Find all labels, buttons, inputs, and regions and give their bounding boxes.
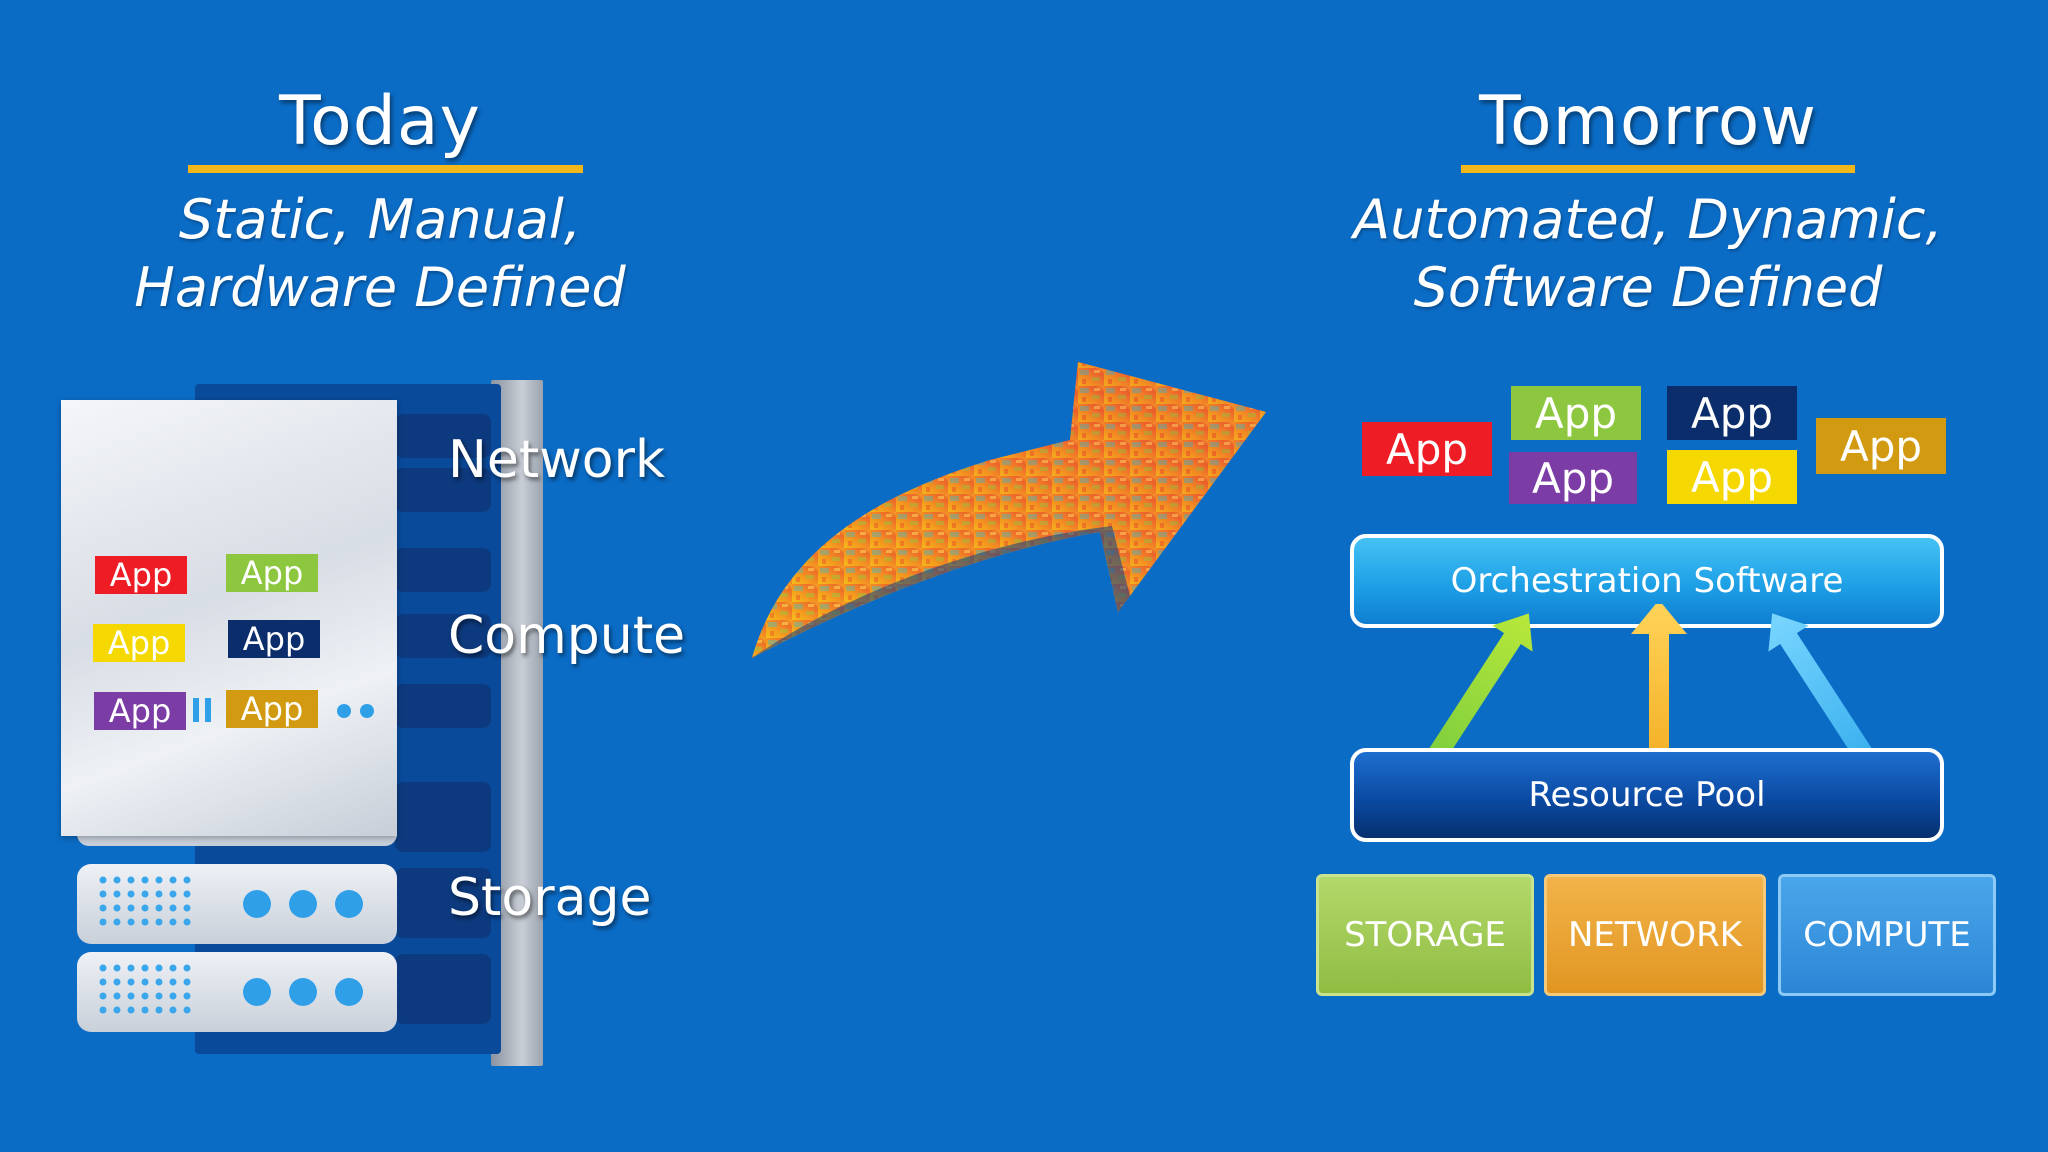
rack-front-panel <box>61 400 397 836</box>
layer-label-compute: Compute <box>448 606 686 666</box>
tomorrow-app: App <box>1511 386 1641 440</box>
transition-arrow-icon <box>752 362 1266 658</box>
tomorrow-app: App <box>1667 386 1797 440</box>
rack-slot <box>395 954 491 1024</box>
tomorrow-app: App <box>1509 452 1637 504</box>
today-app: App <box>93 624 185 662</box>
compute-rack: COMPUTE <box>1778 874 1996 996</box>
indicator-bars <box>193 698 199 722</box>
today-app: App <box>228 620 320 658</box>
compute-label: COMPUTE <box>1803 915 1971 955</box>
tomorrow-underline <box>1461 165 1855 173</box>
today-subtitle-line1: Static, Manual, <box>178 188 582 251</box>
resource-pool-bar: Resource Pool <box>1350 748 1944 842</box>
indicator-dot <box>337 704 351 718</box>
network-rack: NETWORK <box>1544 874 1766 996</box>
today-app: App <box>95 556 187 594</box>
rack-slot <box>395 468 491 512</box>
rack-slot <box>395 868 491 938</box>
tomorrow-app: App <box>1362 422 1492 476</box>
vent-grid-icon <box>99 876 191 1014</box>
layer-label-storage: Storage <box>448 868 652 928</box>
tomorrow-title: Tomorrow <box>1479 82 1817 161</box>
today-app: App <box>226 690 318 728</box>
today-subtitle-line2: Hardware Defined <box>134 256 626 319</box>
tomorrow-app: App <box>1667 450 1797 504</box>
rack-slot <box>395 548 491 592</box>
tomorrow-subtitle-line2: Software Defined <box>1413 256 1883 319</box>
storage-rack: STORAGE <box>1316 874 1534 996</box>
rack-slot <box>395 684 491 728</box>
tomorrow-app: App <box>1816 418 1946 474</box>
rack-slot <box>395 614 491 658</box>
indicator-bars <box>205 698 211 722</box>
today-app: App <box>226 554 318 592</box>
server-rack-icon: App App App App App App <box>55 378 545 1070</box>
indicator-dot <box>360 704 374 718</box>
today-title: Today <box>279 82 481 161</box>
network-label: NETWORK <box>1568 915 1742 955</box>
tomorrow-subtitle-line1: Automated, Dynamic, <box>1353 188 1943 251</box>
rack-slot <box>395 782 491 852</box>
storage-label: STORAGE <box>1344 915 1506 955</box>
layer-label-network: Network <box>448 430 666 490</box>
today-underline <box>188 165 583 173</box>
today-app: App <box>94 692 186 730</box>
rack-slot <box>395 414 491 458</box>
